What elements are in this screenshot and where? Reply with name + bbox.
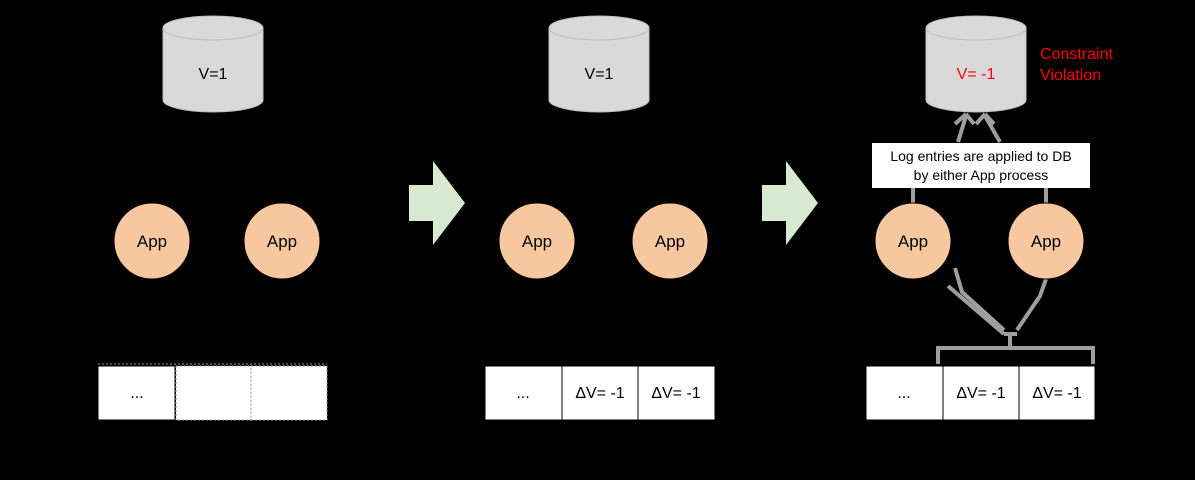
- app-label: App: [655, 232, 685, 251]
- app-label: App: [522, 232, 552, 251]
- app-label: App: [898, 232, 928, 251]
- database-cylinder-icon: [925, 15, 1027, 113]
- log-cell-text: ...: [130, 385, 143, 402]
- database-1: V=1: [162, 15, 264, 113]
- log-cell: [561, 365, 639, 421]
- log-connectors: [936, 267, 1095, 364]
- log-cell: [1018, 365, 1096, 421]
- callout-line-2: by either App process: [914, 167, 1049, 183]
- panel-2: V=1 App App ... ΔV= -1 ΔV= -1: [484, 15, 716, 421]
- callout-box: Log entries are applied to DB by either …: [872, 143, 1090, 188]
- log-cell-text: ΔV= -1: [651, 385, 700, 402]
- violation-line-1: Constraint: [1040, 46, 1113, 63]
- app-label: App: [267, 232, 297, 251]
- panel-3: V= -1 Constraint Violation Log entries a…: [865, 15, 1113, 421]
- log-cell: [97, 365, 176, 421]
- log-2: ... ΔV= -1 ΔV= -1: [484, 365, 716, 421]
- callout-line-1: Log entries are applied to DB: [890, 148, 1071, 164]
- transition-arrow-2: [762, 161, 818, 245]
- log-cell: [637, 365, 716, 421]
- app-label: App: [1031, 232, 1061, 251]
- transition-arrow-1: [409, 161, 465, 245]
- log-1: ...: [97, 363, 328, 421]
- log-cell-text: ΔV= -1: [1032, 385, 1081, 402]
- log-cell-text: ΔV= -1: [956, 385, 1005, 402]
- log-cell-text: ΔV= -1: [575, 385, 624, 402]
- log-cell: [865, 365, 944, 421]
- database-cylinder-icon: [548, 15, 650, 113]
- right-arrow-icon: [409, 161, 465, 245]
- panel-1: V=1 App App ...: [97, 15, 328, 421]
- log-3: ... ΔV= -1 ΔV= -1: [865, 365, 1096, 421]
- database-cylinder-icon: [162, 15, 264, 113]
- app-process-3a: App: [874, 202, 952, 280]
- log-cell-empty: [250, 365, 328, 421]
- log-cell-text: ...: [897, 385, 910, 402]
- database-3: V= -1: [925, 15, 1027, 113]
- app-process-1b: App: [243, 202, 321, 280]
- app-label: App: [137, 232, 167, 251]
- app-process-1a: App: [113, 202, 191, 280]
- log-cell-empty: [175, 365, 252, 421]
- app-process-2a: App: [498, 202, 576, 280]
- log-cell: [484, 365, 563, 421]
- app-process-3b: App: [1007, 202, 1085, 280]
- violation-line-2: Violation: [1040, 67, 1101, 84]
- db-value-label: V= -1: [957, 66, 996, 83]
- constraint-violation-note: Constraint Violation: [1040, 46, 1113, 84]
- app-process-2b: App: [631, 202, 709, 280]
- right-arrow-icon: [762, 161, 818, 245]
- log-cell-text: ...: [516, 385, 529, 402]
- database-2: V=1: [548, 15, 650, 113]
- db-value-label: V=1: [585, 66, 614, 83]
- db-value-label: V=1: [199, 66, 228, 83]
